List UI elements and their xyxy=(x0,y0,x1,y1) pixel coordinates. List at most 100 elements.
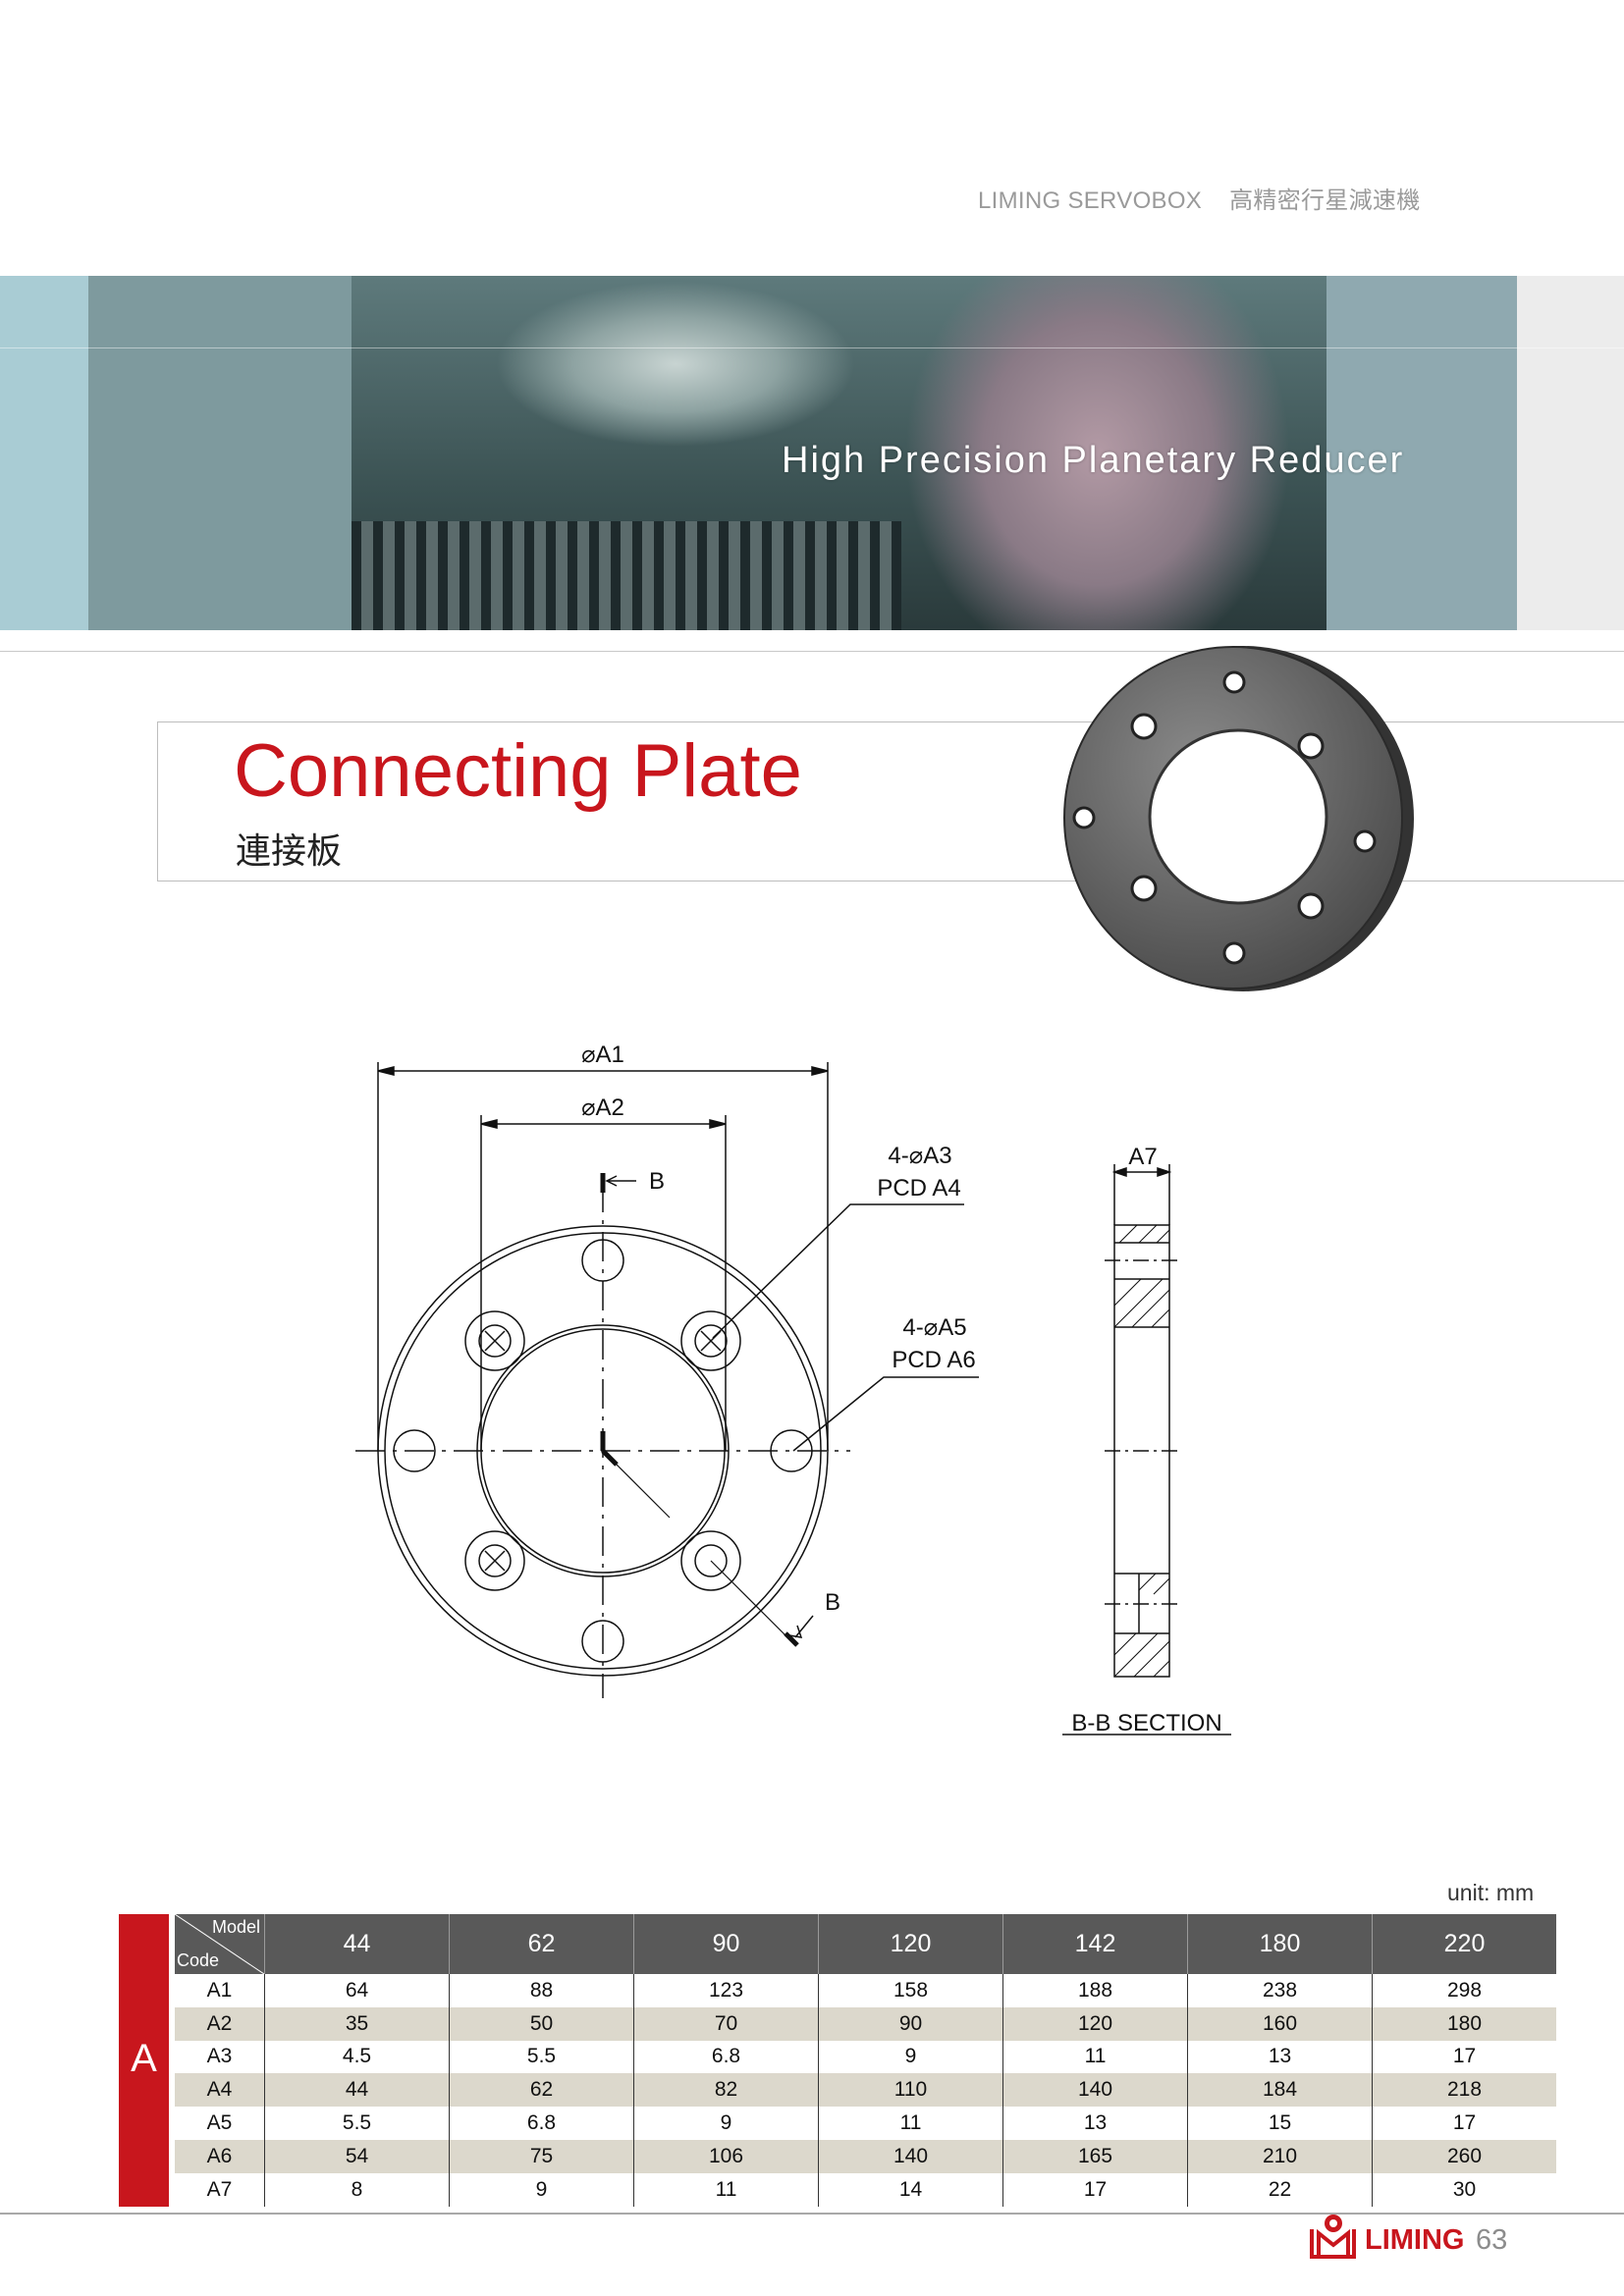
table-cell: 210 xyxy=(1187,2139,1373,2173)
dim-label-a7: A7 xyxy=(1128,1144,1157,1170)
table-cell: 218 xyxy=(1372,2073,1556,2108)
banner-title: High Precision Planetary Reducer xyxy=(782,440,1405,481)
table-cell: 9 xyxy=(449,2172,634,2207)
table-cell: 11 xyxy=(633,2172,819,2207)
section-mark-bottom: B xyxy=(825,1589,840,1616)
table-cell: 50 xyxy=(449,2006,634,2041)
table-cell: 70 xyxy=(633,2006,819,2041)
table-cell: 75 xyxy=(449,2139,634,2173)
table-cell: 22 xyxy=(1187,2172,1373,2207)
plate-3d-image xyxy=(1063,646,1414,991)
group-label: A xyxy=(131,2037,157,2080)
technical-drawing: ⌀A1 ⌀A2 4-⌀A3 PCD A4 4-⌀A5 PCD A6 B B A7… xyxy=(355,1041,1231,1736)
banner-photo xyxy=(352,276,1326,630)
table-cell: 54 xyxy=(264,2139,450,2173)
table-cell: 123 xyxy=(633,1974,819,2007)
corner-code-label: Code xyxy=(177,1950,220,1970)
corner-cell: Model Code xyxy=(175,1914,265,1974)
dim-label-a2: ⌀A2 xyxy=(581,1095,624,1121)
section-label: B-B SECTION xyxy=(1071,1710,1221,1736)
table-cell: 158 xyxy=(818,1974,1003,2007)
table-cell: 17 xyxy=(1372,2040,1556,2074)
unit-label: unit: mm xyxy=(1447,1880,1535,1905)
table-cell: 160 xyxy=(1187,2006,1373,2041)
table-cell: 13 xyxy=(1002,2107,1188,2140)
table-cell: 6.8 xyxy=(449,2107,634,2140)
dim-label-a1: ⌀A1 xyxy=(581,1041,624,1068)
table-cell: 44 xyxy=(264,2073,450,2108)
row-code: A6 xyxy=(175,2139,265,2173)
pcd-a4-label: PCD A4 xyxy=(877,1175,960,1201)
divider xyxy=(0,651,1624,652)
corner-model-label: Model xyxy=(211,1917,260,1937)
group-marker: A xyxy=(119,1914,169,2207)
header-subtitle-cn: 高精密行星減速機 xyxy=(1229,187,1421,214)
row-code: A7 xyxy=(206,2177,233,2201)
page-number: 63 xyxy=(1476,2224,1508,2256)
table-cell: 6.8 xyxy=(633,2040,819,2074)
table-cell: 260 xyxy=(1372,2139,1556,2173)
table-cell: 14 xyxy=(818,2172,1003,2207)
table-cell: 90 xyxy=(818,2006,1003,2041)
table-cell: 17 xyxy=(1002,2172,1188,2207)
running-header: LIMING SERVOBOX 高精密行星減速機 xyxy=(978,181,1421,215)
table-cell: 5.5 xyxy=(264,2107,450,2140)
table-cell: 140 xyxy=(818,2139,1003,2173)
table-cell: 88 xyxy=(449,1974,634,2007)
table-cell: 188 xyxy=(1002,1974,1188,2007)
model-header: 220 xyxy=(1372,1914,1556,1974)
table-cell: 4.5 xyxy=(264,2040,450,2074)
table-cell: 11 xyxy=(1002,2040,1188,2074)
table-cell: 9 xyxy=(818,2040,1003,2074)
model-header: 90 xyxy=(633,1914,819,1974)
table-cell: 238 xyxy=(1187,1974,1373,2007)
table-cell: 165 xyxy=(1002,2139,1188,2173)
table-cell: 30 xyxy=(1372,2172,1556,2207)
table-cell: 180 xyxy=(1372,2006,1556,2041)
table-cell: 8 xyxy=(264,2172,450,2207)
model-header: 120 xyxy=(818,1914,1003,1974)
table-cell: 13 xyxy=(1187,2040,1373,2074)
table-cell: 17 xyxy=(1372,2107,1556,2140)
section-mark-top: B xyxy=(649,1168,665,1195)
liming-logo-icon xyxy=(1310,2215,1356,2259)
title-box xyxy=(157,721,1624,881)
page-title-cn: 連接板 xyxy=(236,830,343,871)
row-code: A2 xyxy=(175,2006,265,2041)
table-cell: 15 xyxy=(1187,2107,1373,2140)
table-cell: 298 xyxy=(1372,1974,1556,2007)
table-cell: 184 xyxy=(1187,2073,1373,2108)
table-cell: 82 xyxy=(633,2073,819,2108)
table-cell: 5.5 xyxy=(449,2040,634,2074)
footer-divider xyxy=(0,2213,1624,2215)
table-cell: 110 xyxy=(818,2073,1003,2108)
banner xyxy=(0,276,1624,630)
page-title: Connecting Plate xyxy=(234,729,802,813)
table-cell: 120 xyxy=(1002,2006,1188,2041)
table-cell: 9 xyxy=(633,2107,819,2140)
row-code: A3 xyxy=(206,2045,233,2068)
holes-a5-label: 4-⌀A5 xyxy=(902,1314,966,1341)
model-header: 62 xyxy=(449,1914,634,1974)
header-brand: LIMING SERVOBOX xyxy=(978,187,1203,214)
model-header: 142 xyxy=(1002,1914,1188,1974)
table-cell: 35 xyxy=(264,2006,450,2041)
footer-brand: LIMING xyxy=(1365,2224,1465,2256)
row-code: A5 xyxy=(206,2111,233,2135)
row-code: A1 xyxy=(206,1978,233,2002)
table-cell: 140 xyxy=(1002,2073,1188,2108)
model-header: 180 xyxy=(1187,1914,1373,1974)
row-code: A4 xyxy=(175,2073,265,2108)
table-cell: 106 xyxy=(633,2139,819,2173)
table-cell: 11 xyxy=(818,2107,1003,2140)
holes-a3-label: 4-⌀A3 xyxy=(888,1143,951,1169)
